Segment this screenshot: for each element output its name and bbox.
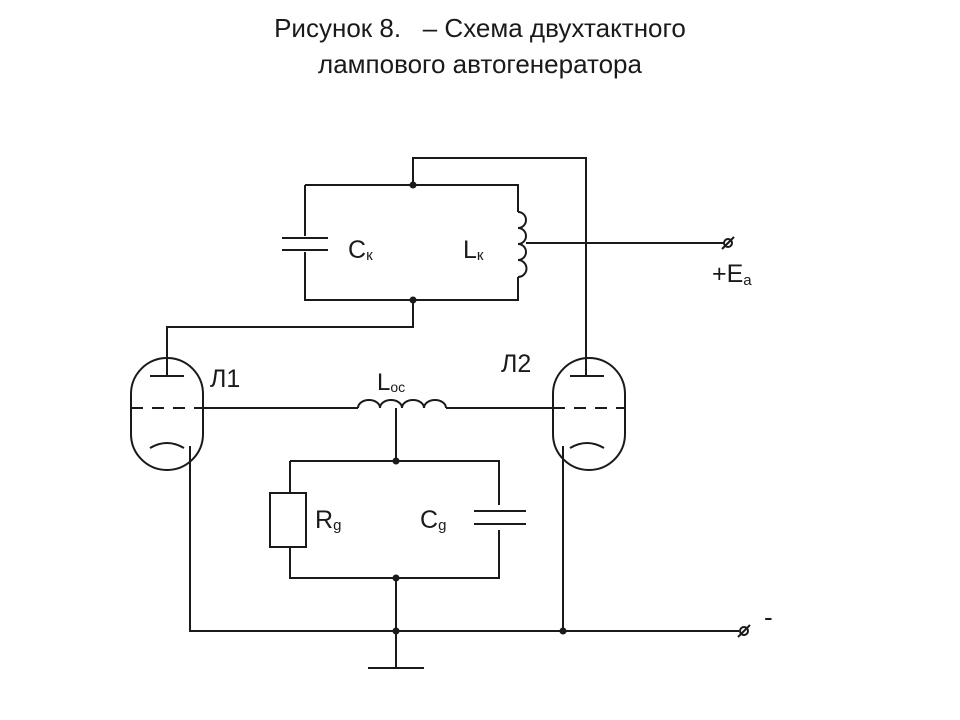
title-line-1: Рисунок 8. – Схема двухтактного — [274, 13, 686, 43]
tank-circuit — [166, 157, 587, 362]
title-line-2: лампового автогенератора — [318, 49, 642, 79]
inductor-lk — [517, 211, 724, 278]
terminal-plus-ea — [721, 236, 735, 250]
grid-bias-circuit — [269, 460, 500, 579]
capacitor-ck — [282, 236, 328, 252]
label-loc: Loc — [377, 369, 405, 396]
capacitor-cg — [474, 506, 526, 526]
label-l1: Л1 — [210, 365, 240, 393]
label-cg: Cg — [420, 506, 446, 534]
resistor-rg — [269, 492, 307, 548]
label-l2: Л2 — [501, 350, 531, 378]
cathode-bus — [189, 446, 739, 669]
label-plus-ea: +Ea — [712, 260, 752, 289]
label-ck: Cк — [348, 236, 373, 264]
lamp-l2 — [552, 357, 626, 471]
diagram-title: Рисунок 8. – Схема двухтактного ламповог… — [0, 10, 960, 82]
lamp-l1 — [130, 357, 204, 471]
junction-dots — [392, 181, 567, 635]
label-rg: Rg — [315, 506, 341, 534]
feedback-inductor-loc — [203, 399, 553, 461]
label-lk: Lк — [463, 236, 484, 264]
label-minus: - — [764, 602, 773, 632]
terminal-minus — [737, 624, 751, 638]
